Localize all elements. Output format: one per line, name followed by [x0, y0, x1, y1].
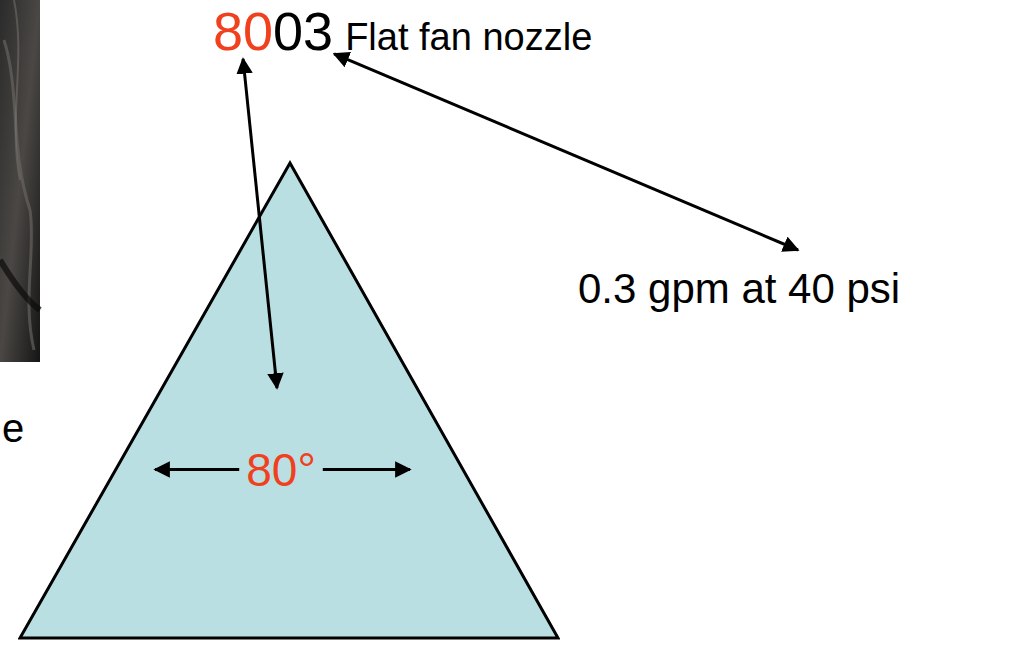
label-holder: e	[2, 408, 24, 448]
cropped-caption: e	[2, 408, 24, 448]
angle-leader	[243, 59, 277, 388]
label-holder: 0.3 gpm at 40 psi	[578, 268, 900, 310]
triangle-outline	[18, 160, 560, 640]
nozzle-photo	[0, 0, 40, 362]
width-arrow	[323, 468, 410, 471]
photo-crop	[0, 0, 40, 362]
width-arrow	[155, 468, 239, 471]
spray-fan-shape	[20, 163, 558, 638]
nozzle-code-line: 8003 Flat fan nozzle	[213, 4, 592, 58]
photo-shadow	[0, 260, 40, 310]
spray-angle: 80°	[246, 447, 316, 493]
flow-leader	[334, 54, 798, 250]
nozzle-type: Flat fan nozzle	[345, 18, 592, 56]
flow-rating: 0.3 gpm at 40 psi	[578, 268, 900, 310]
spray-fan-triangle: 80°	[18, 160, 560, 640]
flow-code: 03	[273, 4, 333, 58]
angle-code: 80	[213, 4, 273, 58]
photo-highlight	[14, 0, 20, 180]
label-holder: 80°	[246, 447, 316, 493]
